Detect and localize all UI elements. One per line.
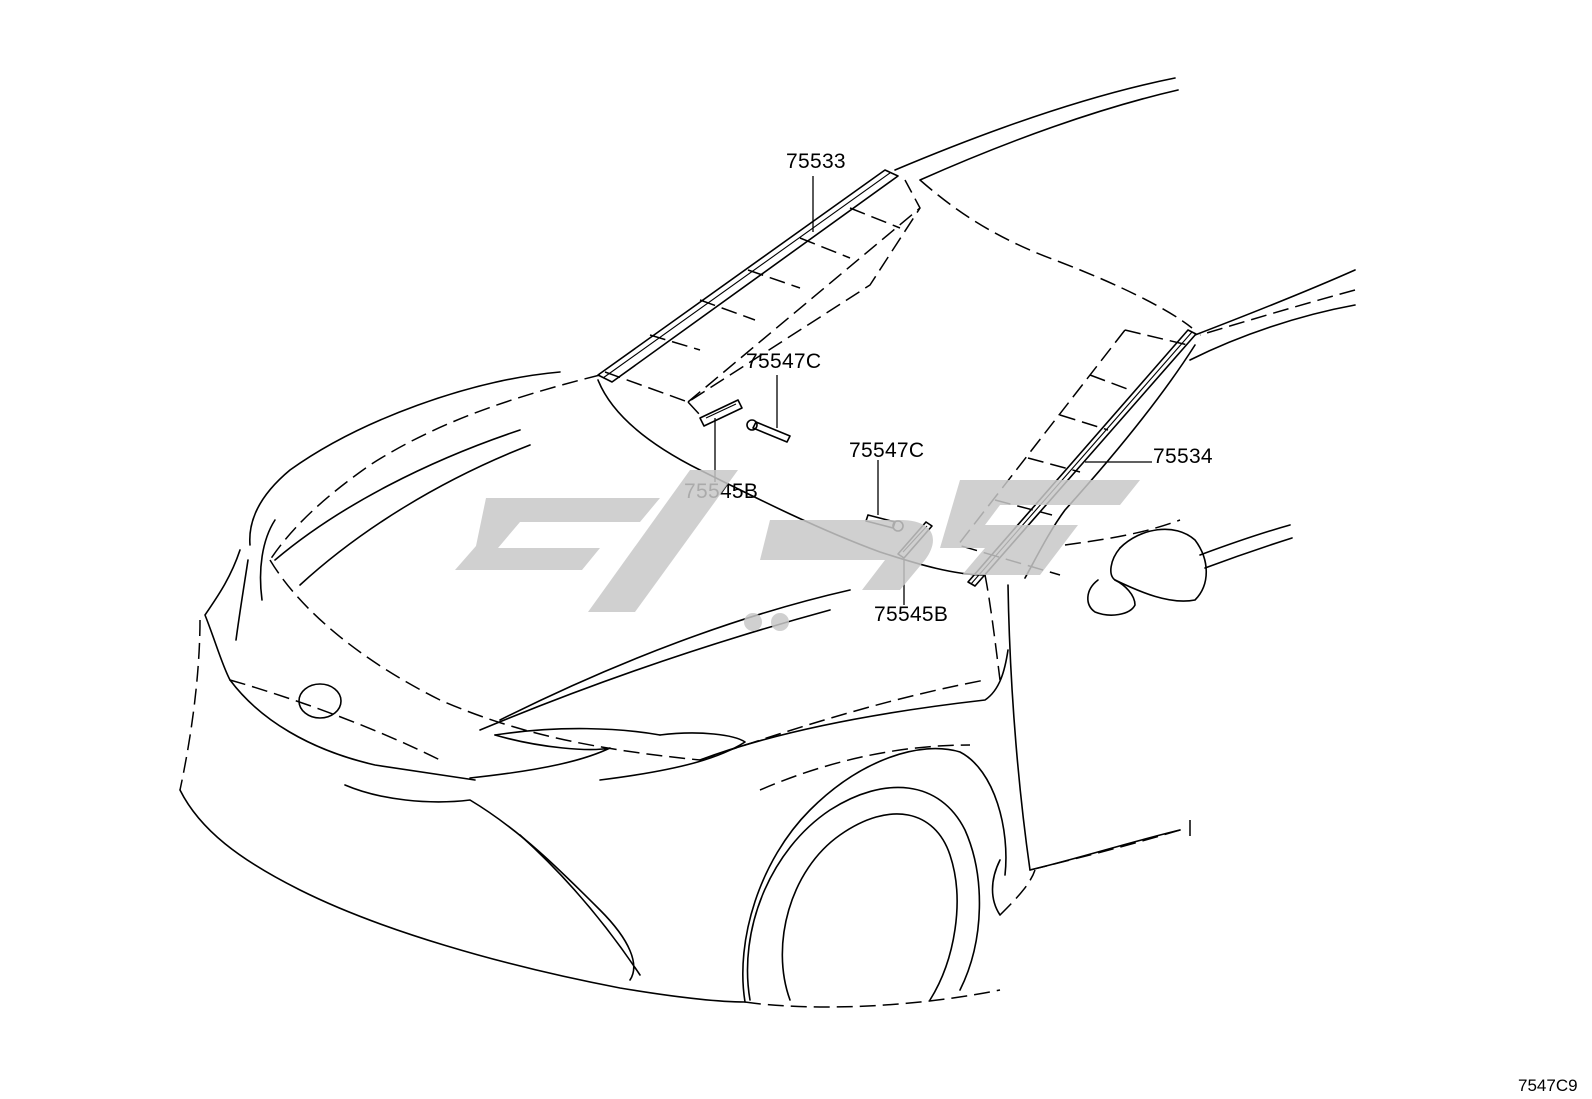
callout-labels: 75533 75547C 75545B 75547C 75534 75545B bbox=[684, 150, 1213, 626]
callout-75533: 75533 bbox=[786, 150, 846, 173]
part-75533-roof-molding bbox=[597, 169, 899, 383]
callout-75547C-left: 75547C bbox=[746, 350, 821, 373]
callout-75534: 75534 bbox=[1153, 445, 1213, 468]
hidden-lines bbox=[179, 179, 1356, 1008]
figure-id: 7547C9 bbox=[1518, 1076, 1578, 1095]
part-75545B-clip-left bbox=[699, 399, 743, 427]
callout-75545B-right: 75545B bbox=[874, 603, 948, 626]
callout-75547C-right: 75547C bbox=[849, 439, 924, 462]
watermark-logo bbox=[455, 470, 1140, 631]
part-75547C-bolt-left bbox=[746, 419, 791, 443]
